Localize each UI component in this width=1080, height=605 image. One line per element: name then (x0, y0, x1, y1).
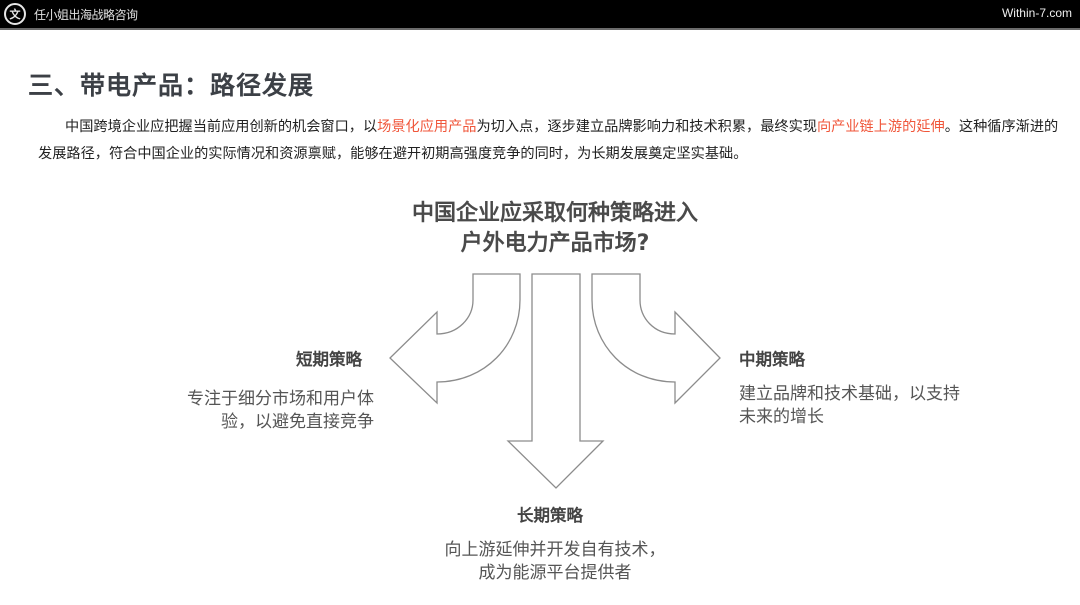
left-curved-arrow-icon (389, 273, 521, 405)
logo-icon: 文 (4, 3, 26, 25)
short-term-desc-line-2: 验，以避免直接竞争 (221, 412, 374, 432)
mid-term-strategy-desc: 建立品牌和技术基础，以支持 未来的增长 (739, 383, 1019, 429)
top-bar: 文 任小姐出海战略咨询 Within-7.com (0, 0, 1080, 30)
mid-term-strategy-label: 中期策略 (739, 350, 805, 369)
intro-text-3: 。这种循序渐进的发展路径，符合中国企业的实际情况和资源禀赋，能够在避开初期高强度… (38, 119, 1059, 162)
intro-text-2: 为切入点，逐步建立品牌影响力和技术积累，最终实现 (476, 119, 817, 135)
brand-name: 任小姐出海战略咨询 (34, 8, 138, 22)
intro-text-1: 中国跨境企业应把握当前应用创新的机会窗口，以 (65, 119, 378, 135)
diagram-question: 中国企业应采取何种策略进入 户外电力产品市场? (360, 199, 750, 259)
site-url: Within-7.com (1001, 6, 1072, 20)
short-term-strategy-label: 短期策略 (296, 350, 362, 369)
long-term-strategy-desc: 向上游延伸并开发自有技术， 成为能源平台提供者 (405, 539, 705, 585)
mid-term-desc-line-1: 建立品牌和技术基础，以支持 (739, 384, 960, 404)
question-line-1: 中国企业应采取何种策略进入 (411, 201, 698, 226)
question-line-2: 户外电力产品市场? (460, 231, 650, 256)
mid-term-desc-line-2: 未来的增长 (739, 407, 824, 427)
highlight-scenario-products: 场景化应用产品 (377, 119, 477, 135)
long-term-desc-line-2: 成为能源平台提供者 (478, 563, 632, 583)
short-term-strategy-desc: 专注于细分市场和用户体 验，以避免直接竞争 (154, 388, 374, 434)
right-curved-arrow-icon (591, 273, 721, 405)
intro-paragraph: 中国跨境企业应把握当前应用创新的机会窗口，以场景化应用产品为切入点，逐步建立品牌… (38, 114, 1068, 168)
down-arrow-icon (506, 273, 605, 489)
page-title: 三、带电产品：路径发展 (28, 71, 315, 100)
long-term-strategy-label: 长期策略 (517, 506, 583, 525)
long-term-desc-line-1: 向上游延伸并开发自有技术， (444, 540, 666, 560)
short-term-desc-line-1: 专注于细分市场和用户体 (187, 389, 374, 409)
highlight-upstream-extension: 向产业链上游的延伸 (816, 119, 945, 135)
